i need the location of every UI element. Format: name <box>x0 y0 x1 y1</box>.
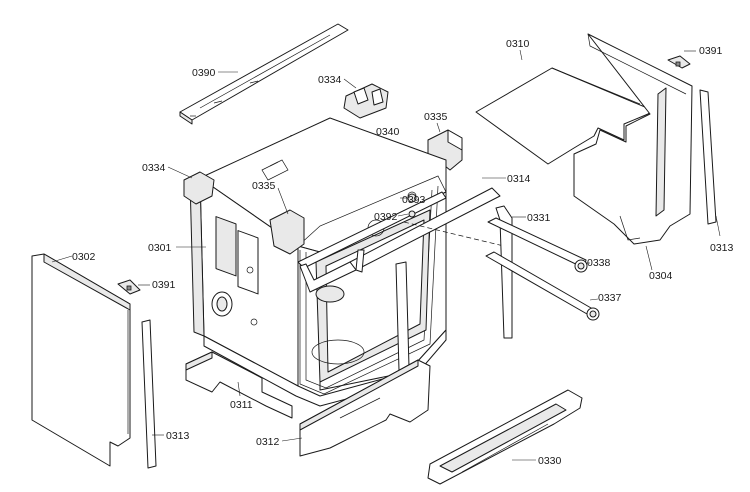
side-panel-0302[interactable] <box>31 253 131 467</box>
label-0302: 0302 <box>72 251 96 263</box>
label-0301: 0301 <box>148 242 172 254</box>
label-0334-top: 0334 <box>318 74 342 86</box>
front-plinth-0312[interactable] <box>299 359 431 457</box>
label-0312: 0312 <box>256 436 280 448</box>
insulation-mat-0310[interactable] <box>475 67 653 165</box>
lower-tray-0330[interactable] <box>427 389 583 485</box>
label-0313-right: 0313 <box>710 242 734 254</box>
rail-0337[interactable] <box>485 251 600 321</box>
corner-bracket-left[interactable] <box>269 209 305 255</box>
label-0391-right: 0391 <box>699 45 723 57</box>
label-0314: 0314 <box>507 173 531 185</box>
rail-0338[interactable] <box>487 217 588 273</box>
clip-0391-left[interactable] <box>117 279 141 295</box>
label-0304: 0304 <box>649 270 673 282</box>
label-0334-left: 0334 <box>142 162 166 174</box>
label-0330: 0330 <box>538 455 562 467</box>
label-0310: 0310 <box>506 38 530 50</box>
strip-0313-right[interactable] <box>699 89 717 225</box>
control-bracket-top[interactable] <box>343 83 389 119</box>
label-0391-left: 0391 <box>152 279 176 291</box>
strip-0313-left[interactable] <box>141 319 157 469</box>
label-0313-left: 0313 <box>166 430 190 442</box>
label-0335-left: 0335 <box>252 180 276 192</box>
control-bracket-left[interactable] <box>183 171 215 205</box>
label-0335-right: 0335 <box>424 111 448 123</box>
label-0390: 0390 <box>192 67 216 79</box>
label-0392: 0392 <box>374 211 398 223</box>
label-0340-top: 0340 <box>376 126 400 138</box>
screw-0392[interactable] <box>408 210 416 218</box>
label-0337: 0337 <box>598 292 622 304</box>
top-cover-plate[interactable] <box>179 23 349 125</box>
label-0331: 0331 <box>527 212 551 224</box>
label-0393: 0393 <box>402 194 426 206</box>
clip-0391-right[interactable] <box>667 55 691 69</box>
base-plinth-0311[interactable] <box>185 351 293 419</box>
label-0311: 0311 <box>230 399 253 411</box>
label-0338: 0338 <box>587 257 611 269</box>
side-panel-0304[interactable] <box>573 33 693 245</box>
